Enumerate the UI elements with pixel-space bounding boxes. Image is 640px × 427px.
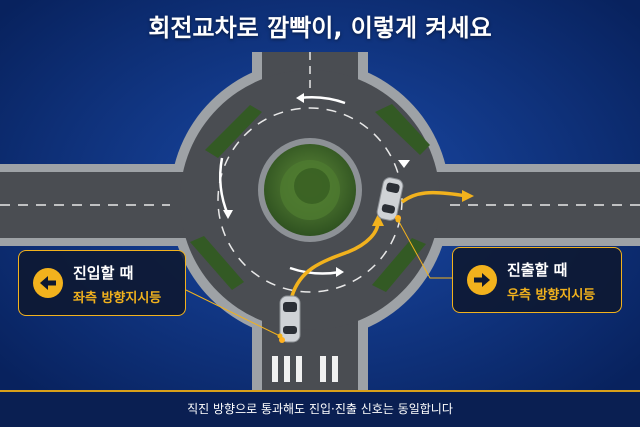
car-entering — [279, 295, 301, 343]
car-exiting — [376, 177, 404, 221]
planter-bottom-left — [190, 236, 244, 290]
arrow-right-icon — [467, 265, 497, 295]
arrow-left-icon — [33, 268, 63, 298]
exit-signal-label: 우측 방향지시등 — [507, 288, 596, 303]
planter-bottom-right — [372, 238, 426, 292]
entry-label: 진입할 때 — [73, 264, 134, 282]
entry-signal-label: 좌측 방향지시등 — [73, 291, 162, 306]
exit-signal-callout: 진출할 때 우측 방향지시등 — [452, 247, 622, 313]
arrow-heads — [223, 93, 410, 277]
turn-path — [290, 190, 474, 297]
crosswalk — [272, 356, 338, 382]
page-title: 회전교차로 깜빡이, 이렇게 켜세요 — [148, 14, 492, 42]
planter-top-right — [375, 104, 430, 155]
leader-lines — [185, 217, 452, 339]
planter-top-left — [205, 105, 262, 158]
footer-note: 직진 방향으로 통과해도 진입·진출 신호는 동일합니다 — [0, 390, 640, 427]
exit-label: 진출할 때 — [507, 261, 568, 279]
entry-signal-callout: 진입할 때 좌측 방향지시등 — [18, 250, 186, 316]
